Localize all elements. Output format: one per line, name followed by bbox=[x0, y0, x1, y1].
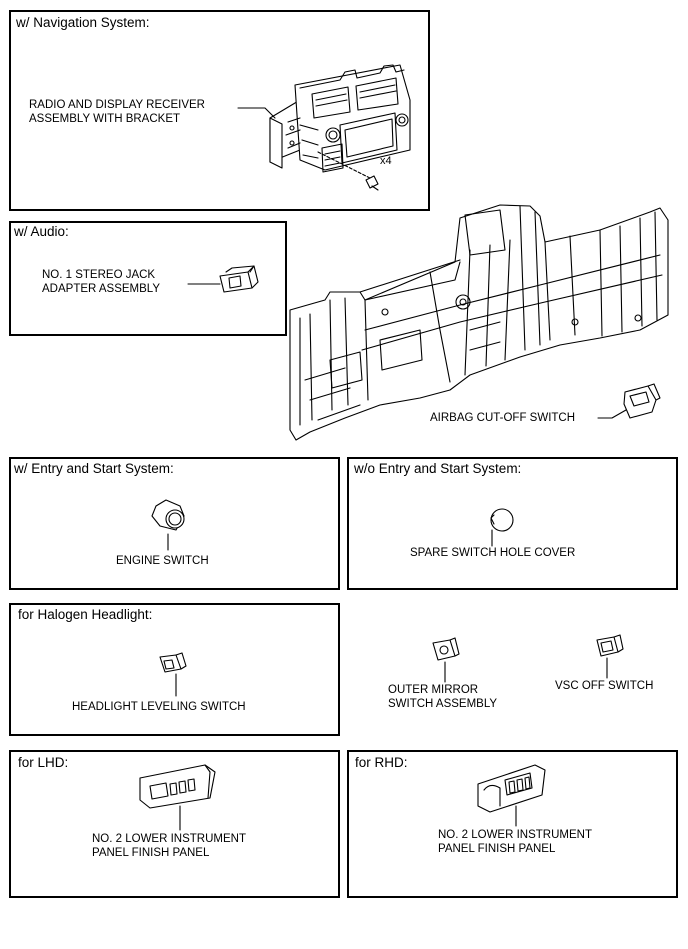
entry-start-section-title: w/ Entry and Start System: bbox=[14, 461, 174, 476]
stereo-jack-label-line1: NO. 1 STEREO JACK bbox=[42, 269, 156, 281]
rhd-section-box bbox=[347, 750, 678, 898]
rhd-panel-label-line2: PANEL FINISH PANEL bbox=[438, 843, 556, 855]
halogen-section-box bbox=[9, 603, 340, 736]
halogen-section-title: for Halogen Headlight: bbox=[18, 607, 153, 622]
outer-mirror-label-line2: SWITCH ASSEMBLY bbox=[388, 698, 498, 710]
vsc-switch-drawing bbox=[596, 634, 624, 679]
lhd-section-title: for LHD: bbox=[18, 755, 69, 770]
entry-start-section-box bbox=[9, 457, 340, 590]
radio-receiver-label-line1: RADIO AND DISPLAY RECEIVER bbox=[29, 99, 205, 111]
outer-mirror-label-line1: OUTER MIRROR bbox=[388, 684, 479, 696]
bolt-quantity-label: x4 bbox=[380, 155, 392, 167]
radio-receiver-label-line2: ASSEMBLY WITH BRACKET bbox=[29, 113, 181, 125]
rhd-panel-label-line1: NO. 2 LOWER INSTRUMENT bbox=[438, 829, 592, 841]
spare-cover-label: SPARE SWITCH HOLE COVER bbox=[410, 547, 576, 559]
no-entry-start-section-box bbox=[347, 457, 678, 590]
no-entry-start-section-title: w/o Entry and Start System: bbox=[354, 461, 522, 476]
rhd-section-title: for RHD: bbox=[355, 755, 408, 770]
audio-section-title: w/ Audio: bbox=[14, 224, 69, 239]
instrument-panel-drawing bbox=[289, 204, 669, 441]
stereo-jack-label-line2: ADAPTER ASSEMBLY bbox=[42, 283, 161, 295]
lhd-panel-label-line2: PANEL FINISH PANEL bbox=[92, 847, 210, 859]
lhd-section-box bbox=[9, 750, 340, 898]
headlight-leveling-label: HEADLIGHT LEVELING SWITCH bbox=[72, 701, 246, 713]
airbag-switch-label: AIRBAG CUT-OFF SWITCH bbox=[430, 412, 576, 424]
navigation-section-title: w/ Navigation System: bbox=[16, 15, 150, 30]
vsc-off-label: VSC OFF SWITCH bbox=[555, 680, 654, 692]
outer-mirror-switch-drawing bbox=[432, 637, 460, 683]
engine-switch-label: ENGINE SWITCH bbox=[116, 555, 209, 567]
airbag-switch-drawing bbox=[597, 383, 661, 419]
lhd-panel-label-line1: NO. 2 LOWER INSTRUMENT bbox=[92, 833, 246, 845]
